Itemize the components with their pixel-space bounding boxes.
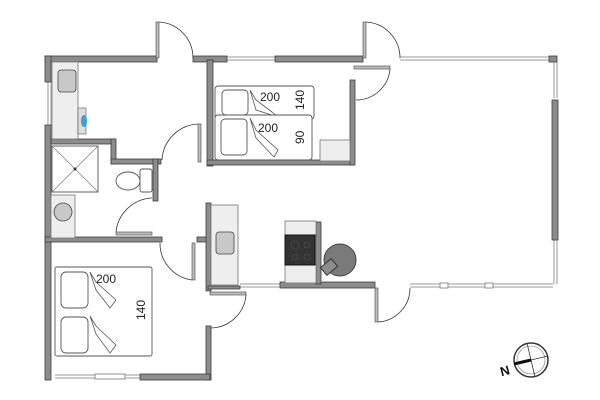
washbasin-icon: [53, 202, 73, 222]
bedroom-door-double[interactable]: [209, 291, 247, 296]
doors: [115, 21, 411, 329]
compass-icon: N: [498, 342, 549, 379]
toilet-door[interactable]: [115, 231, 153, 236]
toilet-icon: [115, 168, 153, 193]
bathroom-door[interactable]: [197, 123, 202, 163]
compass-north-label: N: [498, 362, 511, 379]
bunk-bed-upper: 200 140: [214, 85, 315, 120]
bunk-lower-width-label: 90: [293, 130, 307, 144]
sink-icon: [57, 69, 77, 93]
entrance-door-right[interactable]: [362, 21, 367, 59]
washing-machine-drum-icon: [81, 115, 87, 127]
double-bed-length-label: 200: [96, 272, 116, 286]
bunk-lower-length-label: 200: [258, 121, 278, 135]
bunk-bed-lower: 200 90: [214, 114, 313, 161]
bunk-upper-width-label: 140: [293, 90, 307, 110]
bedroom-door-top[interactable]: [353, 65, 391, 70]
double-bed-width-label: 140: [134, 300, 148, 320]
chair: [319, 257, 339, 277]
walls: [44, 55, 559, 381]
kitchen-sink-icon: [215, 231, 235, 255]
shower-icon: [51, 145, 99, 193]
entrance-door-left[interactable]: [155, 21, 160, 59]
terrace-door[interactable]: [374, 287, 379, 323]
bunk-upper-length-label: 200: [260, 90, 280, 104]
stove-icon: [284, 234, 316, 266]
double-bed: 200 140: [54, 266, 153, 357]
bedroom-door-bottom[interactable]: [191, 242, 196, 281]
wardrobe: [319, 139, 351, 162]
